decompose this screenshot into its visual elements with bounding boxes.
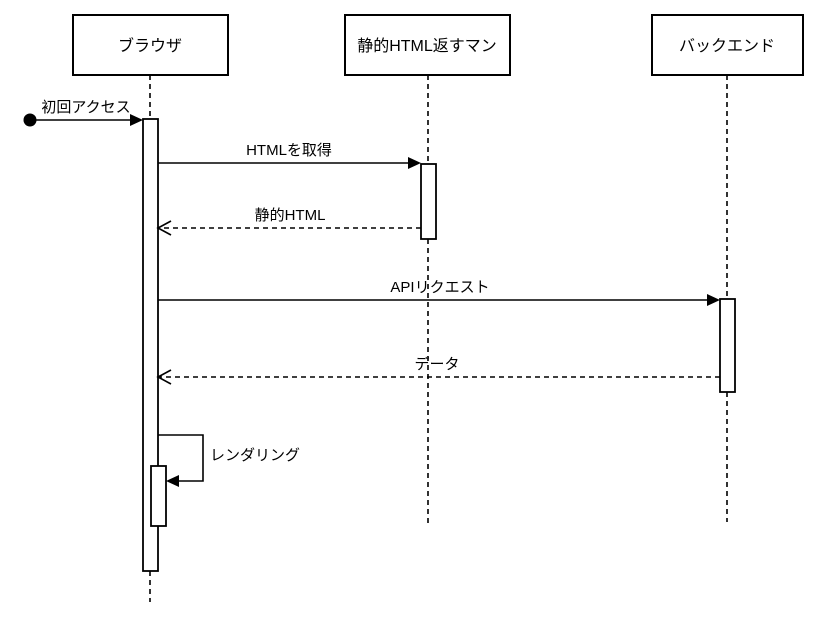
arrowhead-rendering <box>166 475 179 487</box>
message-static-html-return: 静的HTML <box>156 207 421 236</box>
activation-browser-nested <box>150 465 167 527</box>
arrowhead-data-return <box>156 369 172 385</box>
participant-boxes <box>72 14 804 76</box>
message-initial-access: 初回アクセス <box>23 99 143 127</box>
participant-box-browser <box>72 14 229 76</box>
message-label-static-html-return: 静的HTML <box>255 207 326 224</box>
participant-label-static-html: 静的HTML返すマン <box>357 37 497 55</box>
activation-backend <box>719 298 736 393</box>
message-label-get-html: HTMLを取得 <box>246 142 332 159</box>
lifelines <box>149 75 728 602</box>
participant-label-browser: ブラウザ <box>118 36 182 55</box>
participant-box-static-html <box>344 14 511 76</box>
arrowhead-initial-access <box>130 114 143 126</box>
message-label-initial-access: 初回アクセス <box>41 99 130 116</box>
message-line-rendering <box>158 434 204 482</box>
participant-label-backend: バックエンド <box>679 37 775 55</box>
arrowhead-static-html-return <box>156 220 172 236</box>
participant-box-backend <box>651 14 804 76</box>
activation-bars <box>142 118 736 572</box>
message-data-return: データ <box>156 355 720 385</box>
message-rendering: レンダリング <box>158 434 300 487</box>
message-label-rendering: レンダリング <box>210 447 300 464</box>
message-api-request: APIリクエスト <box>158 279 720 306</box>
arrowhead-api-request <box>707 294 720 306</box>
activation-static-html <box>420 163 437 240</box>
message-get-html: HTMLを取得 <box>158 142 421 169</box>
activation-browser-main <box>142 118 159 572</box>
message-label-api-request: APIリクエスト <box>390 279 489 296</box>
arrowhead-get-html <box>408 157 421 169</box>
message-label-data-return: データ <box>414 355 459 373</box>
